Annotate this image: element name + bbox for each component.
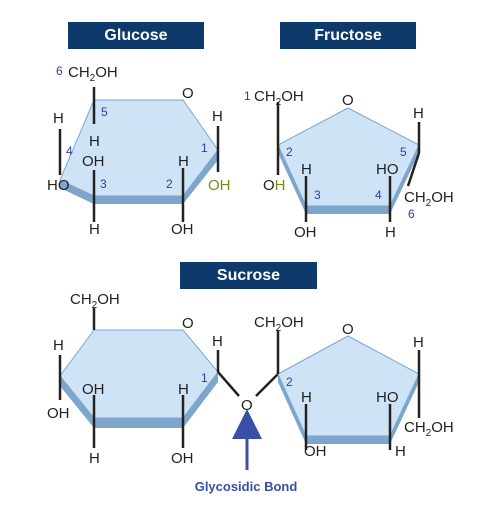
fructose-ring [277,107,420,207]
sucrose-fru-oh3: OH [304,443,327,460]
glucose-h5: H [89,133,100,150]
sucrose-glc-oh4: OH [47,405,70,422]
glucose-ring [59,99,219,197]
fructose-num-5: 5 [400,145,407,159]
fructose-ring-o: O [342,92,354,109]
fructose-title: Fructose [314,26,382,44]
glucose-title-banner: Glucose [68,22,204,49]
glucose-molecule: 6 CH2OH O 5 H H 4 HO OH 3 H H 2 OH H 1 O… [47,64,231,238]
glucose-h1-top: H [212,108,223,125]
sucrose-glc-h1: H [212,333,223,350]
fructose-num-6: 6 [408,207,415,221]
sucrose-bridge-oxygen: O [241,397,253,414]
glucose-h4-top: H [53,110,64,127]
glucose-num-5: 5 [101,105,108,119]
fructose-ch2oh-top: CH2OH [254,88,304,108]
glucose-title: Glucose [104,26,168,44]
sucrose-fru-h4: H [395,443,406,460]
sucrose-glc-oh3: OH [82,381,105,398]
sucrose-fru-ch2oh-right: CH2OH [404,419,454,439]
sucrose-glc-ch2oh: CH2OH [70,291,120,311]
glucose-oh2-bottom: OH [171,221,194,238]
glucose-oh3-top: OH [82,153,105,170]
glucose-ho4: HO [47,177,70,194]
fructose-num-3: 3 [314,188,321,202]
fructose-h3-top: H [301,161,312,178]
glucose-num-6: 6 [56,64,63,78]
sucrose-glc-h4: H [53,337,64,354]
sucrose-title: Sucrose [216,266,281,284]
sucrose-fru-num-2: 2 [286,375,293,389]
glucose-ch2oh: CH2OH [68,64,118,84]
sucrose-glc-oh2: OH [171,450,194,467]
sucrose-fru-ring-o: O [342,321,354,338]
sucrose-glc-h3: H [89,450,100,467]
sucrose-bond-to-oxygen-right [255,373,279,397]
glucose-ring-o: O [182,85,194,102]
fructose-molecule: 1 CH2OH O 2 OH H 3 OH HO 4 H H 5 CH2OH 6 [244,88,454,241]
glucose-num-1: 1 [201,141,208,155]
fructose-ho4-top: HO [376,161,399,178]
fructose-title-banner: Fructose [280,22,416,49]
fructose-num-4: 4 [375,188,382,202]
sucrose-fru-h5: H [413,334,424,351]
fructose-h5-top: H [413,105,424,122]
glucose-num-4: 4 [66,144,73,158]
fructose-h4-bottom: H [385,224,396,241]
fructose-c6-bond [406,152,421,187]
sucrose-fructose-ring [277,335,420,437]
fructose-ch2oh-right: CH2OH [404,189,454,209]
sucrose-title-banner: Sucrose [180,262,317,289]
glucose-num-2: 2 [166,177,173,191]
sucrose-glc-h2: H [178,381,189,398]
sucrose-molecule: CH2OH O H OH OH H H OH H 1 O CH2OH O 2 H… [47,291,454,494]
sucrose-fru-h3: H [301,389,312,406]
fructose-oh2: OH [263,177,286,194]
sucrose-fru-ch2oh-top: CH2OH [254,314,304,334]
sucrose-glc-num-1: 1 [201,371,208,385]
sucrose-glc-ring-o: O [182,315,194,332]
glucose-h2-top: H [178,153,189,170]
fructose-num-1: 1 [244,89,251,103]
fructose-num-2: 2 [286,145,293,159]
glucose-h3-bottom: H [89,221,100,238]
sucrose-bond-to-oxygen-left [217,371,240,397]
glycosidic-bond-caption: Glycosidic Bond [195,479,298,494]
glucose-num-3: 3 [100,177,107,191]
glucose-oh1-highlight: OH [208,177,231,194]
fructose-oh3-bottom: OH [294,224,317,241]
sucrose-fru-ho4: HO [376,389,399,406]
